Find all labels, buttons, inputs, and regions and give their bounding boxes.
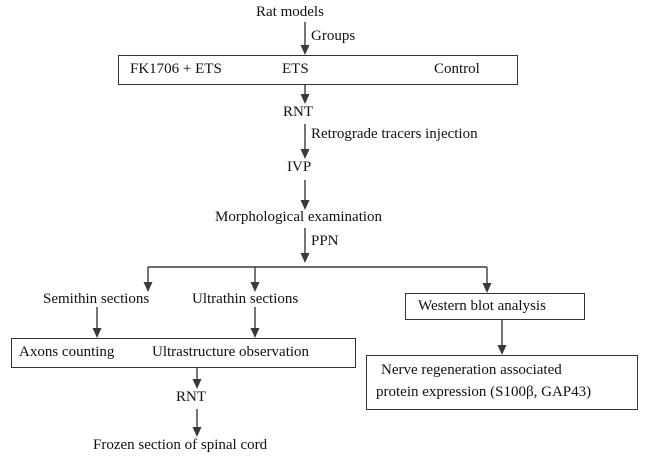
protein-expression-box (366, 355, 638, 410)
arrowhead-morphological-to-fanout (300, 253, 310, 263)
edge-label-retrograde-tracers: Retrograde tracers injection (311, 126, 478, 142)
arrowhead-sectionsbox-to-rnt2 (192, 379, 202, 389)
western-blot-analysis-box (405, 293, 585, 320)
western-blot-analysis-label: Western blot analysis (418, 298, 546, 314)
edge-label-ppn: PPN (311, 233, 339, 249)
node-frozen-section-of-spinal-cord: Frozen section of spinal cord (93, 437, 268, 453)
groups-box-item-ets: ETS (282, 61, 309, 77)
groups-box (118, 55, 518, 85)
arrowhead-rnt2-to-frozen (192, 427, 202, 437)
node-morphological-examination: Morphological examination (215, 209, 383, 225)
arrowhead-fanout-to-westernblot (482, 283, 492, 293)
arrowhead-groupsbox-to-rnt1 (300, 94, 310, 104)
node-rat-models: Rat models (256, 4, 324, 20)
sections-results-item-ultrastructure-observation: Ultrastructure observation (152, 344, 310, 360)
groups-box-item-fk1706-ets: FK1706 + ETS (130, 61, 222, 77)
node-ivp: IVP (287, 159, 312, 175)
arrowhead-ultrathin-to-ultrastructure (250, 328, 260, 338)
protein-expression-line-1: Nerve regeneration associated (381, 362, 562, 378)
node-ultrathin-sections: Ultrathin sections (192, 291, 299, 307)
sections-results-box (11, 338, 356, 368)
arrowhead-westernblot-to-protein (497, 345, 507, 355)
groups-box-item-control: Control (434, 61, 480, 77)
arrowhead-rnt1-to-ivp (300, 149, 310, 159)
protein-expression-line-2: protein expression (S100β, GAP43) (376, 384, 592, 400)
sections-results-item-axons-counting: Axons counting (19, 344, 115, 360)
node-semithin-sections: Semithin sections (43, 291, 150, 307)
node-rnt-1: RNT (283, 104, 313, 120)
node-rnt-2: RNT (176, 389, 206, 405)
arrowhead-ratmodels-to-groupsbox (300, 45, 310, 55)
edge-label-groups: Groups (311, 28, 356, 44)
arrowhead-semithin-to-axons (92, 328, 102, 338)
